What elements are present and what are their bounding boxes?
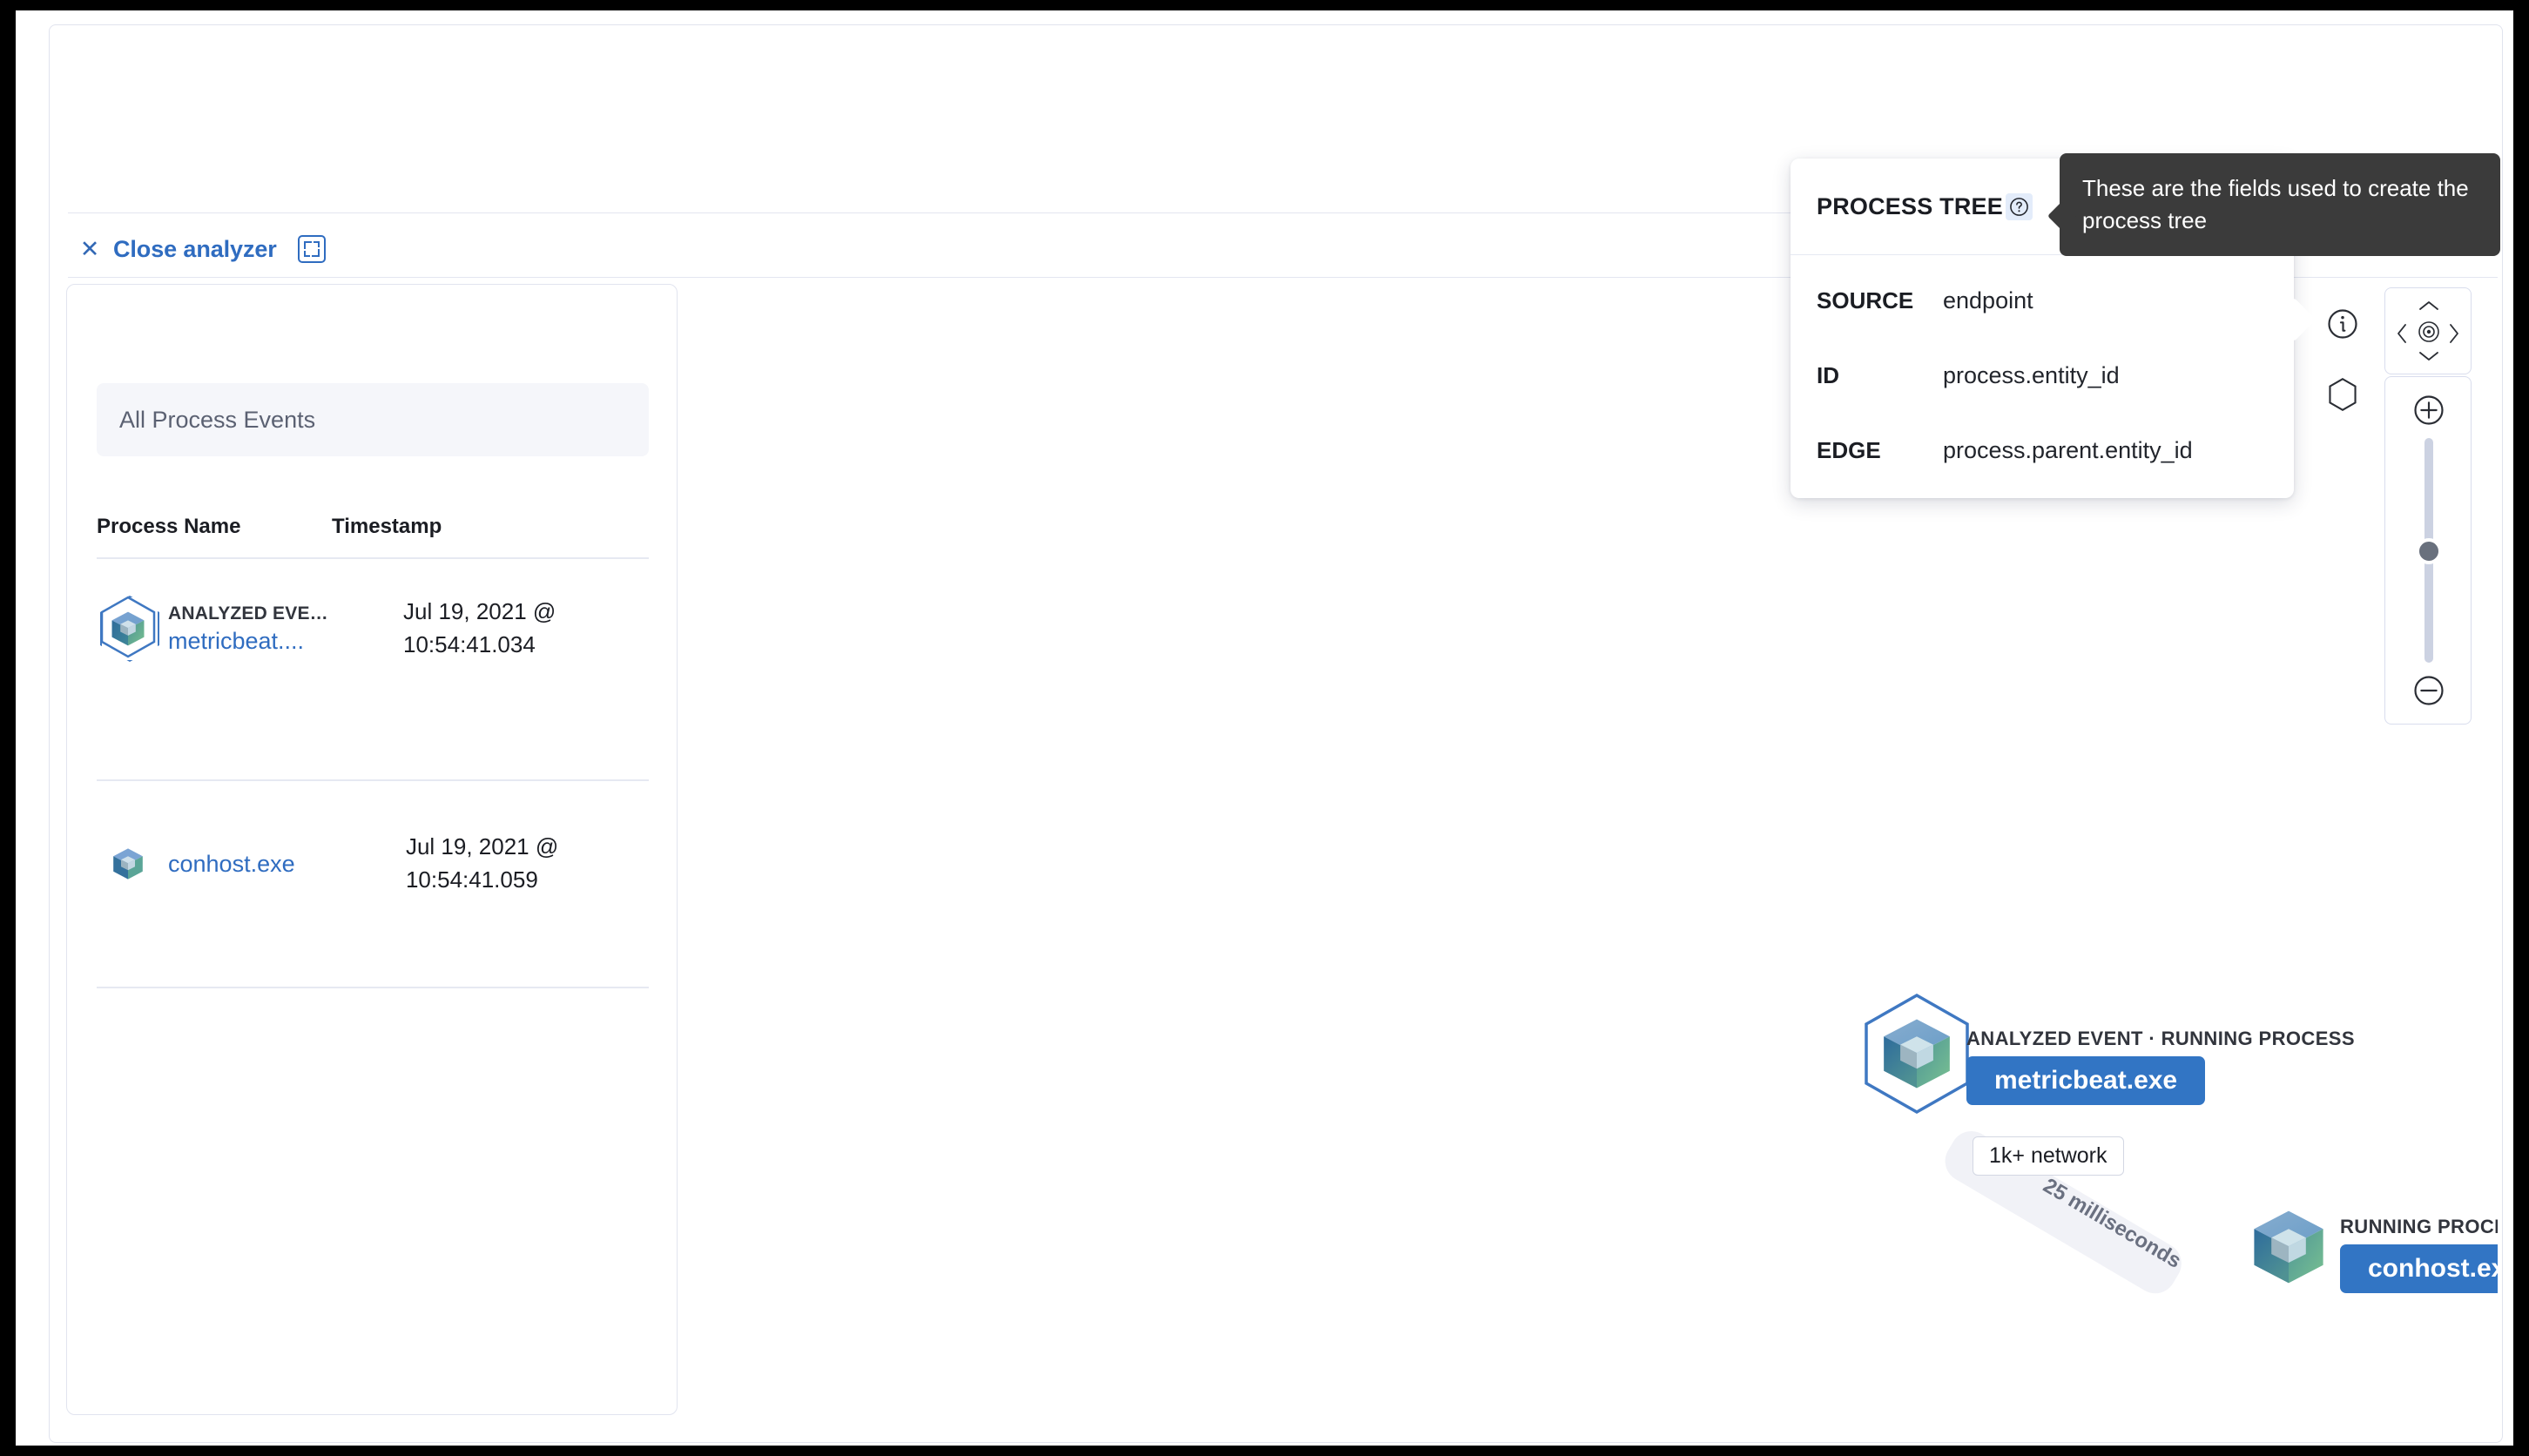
- hexagon-outline: [100, 596, 156, 658]
- zoom-slider-thumb[interactable]: [2416, 538, 2442, 564]
- popover-header: PROCESS TREE: [1817, 193, 2033, 220]
- zoom-control[interactable]: [2384, 376, 2472, 725]
- popover-field-source: SOURCE endpoint: [1817, 287, 2268, 362]
- chevron-up-icon[interactable]: [2417, 295, 2441, 316]
- popover-field-id: ID process.entity_id: [1817, 362, 2268, 437]
- field-value: process.entity_id: [1943, 362, 2120, 388]
- cube-icon: [2254, 1210, 2323, 1284]
- field-value: endpoint: [1943, 287, 2033, 313]
- field-key: SOURCE: [1817, 287, 1914, 313]
- field-value: process.parent.entity_id: [1943, 437, 2193, 463]
- app-screen: ✕ Close analyzer All Process Events Proc…: [16, 10, 2513, 1446]
- zoom-out-glyph: [2414, 676, 2444, 705]
- table-row-divider: [97, 987, 649, 988]
- popover-divider: [1791, 254, 2294, 255]
- process-tree-graph[interactable]: 25 milliseconds: [686, 284, 2498, 1416]
- cube-analyzed-icon: [97, 596, 159, 660]
- zoom-in-icon[interactable]: [2411, 393, 2446, 428]
- column-header-timestamp: Timestamp: [332, 515, 442, 538]
- graph-node-kind: ANALYZED EVENT · RUNNING PROCESS: [1966, 1028, 2355, 1049]
- fullscreen-corner-tr: [313, 241, 320, 247]
- row-timestamp-cell: Jul 19, 2021 @ 10:54:41.059: [406, 831, 649, 896]
- fullscreen-icon[interactable]: [297, 235, 326, 263]
- timestamp-date: Jul 19, 2021 @: [405, 833, 559, 860]
- popover-field-list: SOURCE endpoint ID process.entity_id EDG…: [1817, 287, 2268, 512]
- table-header-divider: [97, 557, 649, 559]
- row-timestamp-cell: Jul 19, 2021 @ 10:54:41.034: [403, 596, 647, 661]
- table-header: Process Name Timestamp: [97, 515, 649, 539]
- row-process-name-cell: conhost.exe: [168, 851, 428, 878]
- column-header-process-name: Process Name: [97, 515, 241, 538]
- row-process-name-cell: ANALYZED EVE… metricbeat....: [168, 603, 429, 655]
- pan-control[interactable]: [2384, 287, 2472, 374]
- process-name-link[interactable]: conhost.exe: [168, 850, 295, 877]
- close-x-icon[interactable]: ✕: [79, 235, 100, 262]
- popover-title: PROCESS TREE: [1817, 193, 2003, 219]
- graph-node-kind: RUNNING PROCESS: [2340, 1216, 2498, 1237]
- tooltip-text: These are the fields used to create the …: [2082, 175, 2469, 233]
- process-name-link[interactable]: metricbeat....: [168, 627, 305, 654]
- cube-glyph: [111, 611, 145, 646]
- table-row[interactable]: ANALYZED EVE… metricbeat.... Jul 19, 202…: [97, 581, 649, 677]
- hexagon-icon[interactable]: [2324, 376, 2361, 413]
- timestamp-date: Jul 19, 2021 @: [403, 598, 556, 625]
- analyzed-event-badge: ANALYZED EVE…: [168, 603, 328, 624]
- chevron-left-glyph: [2397, 324, 2406, 343]
- cube-icon: [97, 832, 159, 895]
- process-events-panel: All Process Events Process Name Timestam…: [66, 284, 678, 1415]
- info-circle-icon[interactable]: [2325, 307, 2360, 341]
- timestamp-time: 10:54:41.034: [403, 631, 536, 657]
- field-key: ID: [1817, 362, 1839, 388]
- graph-control-icons: [2324, 307, 2361, 413]
- search-input[interactable]: All Process Events: [97, 383, 649, 456]
- analyzer-toolbar: ✕ Close analyzer: [78, 235, 326, 263]
- cube-analyzed-icon: [1884, 1019, 1950, 1089]
- chevron-right-icon[interactable]: [2444, 321, 2465, 346]
- graph-node-pill[interactable]: conhost.exe: [2340, 1244, 2498, 1293]
- toolbar-top-divider: [68, 212, 2498, 213]
- fullscreen-corner-bl: [303, 251, 310, 257]
- toolbar-bottom-divider: [68, 277, 2498, 278]
- chevron-down-glyph: [2419, 352, 2438, 361]
- chevron-right-glyph: [2450, 324, 2458, 343]
- popover-field-edge: EDGE process.parent.entity_id: [1817, 437, 2268, 512]
- chevron-down-icon[interactable]: [2417, 346, 2441, 367]
- search-placeholder: All Process Events: [119, 406, 316, 433]
- question-mark-icon[interactable]: [2005, 193, 2033, 220]
- center-target-glyph: [2418, 321, 2439, 342]
- zoom-out-icon[interactable]: [2411, 673, 2446, 708]
- zoom-in-glyph: [2414, 395, 2444, 425]
- center-target-icon[interactable]: [2415, 318, 2443, 346]
- graph-node-labels: ANALYZED EVENT · RUNNING PROCESS metricb…: [1966, 1028, 2355, 1105]
- close-analyzer-button[interactable]: Close analyzer: [113, 235, 277, 262]
- cube-glyph: [113, 848, 143, 880]
- chevron-up-glyph: [2419, 301, 2438, 310]
- field-key: EDGE: [1817, 437, 1881, 463]
- network-events-badge[interactable]: 1k+ network: [1973, 1136, 2124, 1176]
- help-tooltip: These are the fields used to create the …: [2047, 153, 2500, 256]
- table-row[interactable]: conhost.exe Jul 19, 2021 @ 10:54:41.059: [97, 816, 649, 912]
- question-mark-glyph: [2010, 198, 2028, 216]
- chevron-left-icon[interactable]: [2391, 321, 2412, 346]
- graph-node-pill[interactable]: metricbeat.exe: [1966, 1056, 2206, 1105]
- graph-node-labels: RUNNING PROCESS conhost.exe: [2340, 1216, 2498, 1293]
- table-row-divider: [97, 779, 649, 781]
- timestamp-time: 10:54:41.059: [405, 866, 538, 893]
